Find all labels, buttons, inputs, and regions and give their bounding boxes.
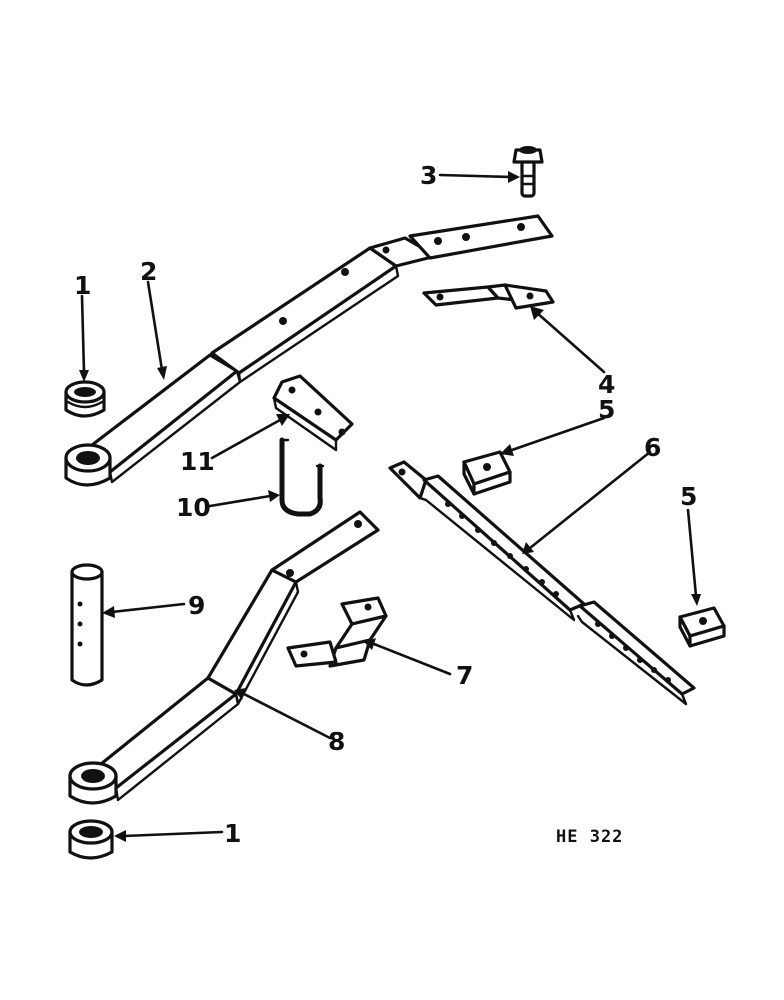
spacer-block-right bbox=[678, 606, 726, 648]
callout-4: 4 bbox=[598, 370, 615, 399]
bushing-upper bbox=[64, 380, 106, 418]
callout-8: 8 bbox=[328, 727, 345, 756]
pin bbox=[70, 563, 104, 687]
bolt bbox=[512, 146, 544, 198]
lower-arm bbox=[68, 510, 380, 805]
callout-5-right: 5 bbox=[680, 482, 697, 511]
upper-arm bbox=[64, 214, 554, 487]
callout-1-upper: 1 bbox=[74, 271, 91, 300]
callout-3: 3 bbox=[420, 161, 437, 190]
callout-9: 9 bbox=[188, 591, 205, 620]
leader-lines bbox=[79, 171, 701, 842]
perforated-bar bbox=[388, 460, 696, 706]
clamp-plate bbox=[272, 374, 354, 452]
bushing-lower bbox=[68, 819, 114, 860]
spacer-block-center bbox=[462, 450, 512, 496]
callout-5-center: 5 bbox=[598, 395, 615, 424]
callout-11: 11 bbox=[180, 447, 215, 476]
u-bolt bbox=[279, 437, 325, 517]
drawing-code: HE 322 bbox=[556, 827, 623, 847]
callout-7: 7 bbox=[456, 661, 473, 690]
callout-2: 2 bbox=[140, 257, 157, 286]
callout-6: 6 bbox=[644, 433, 661, 462]
offset-plate bbox=[422, 283, 555, 310]
callout-10: 10 bbox=[176, 493, 211, 522]
callout-1-lower: 1 bbox=[224, 819, 241, 848]
u-bracket bbox=[286, 596, 388, 668]
